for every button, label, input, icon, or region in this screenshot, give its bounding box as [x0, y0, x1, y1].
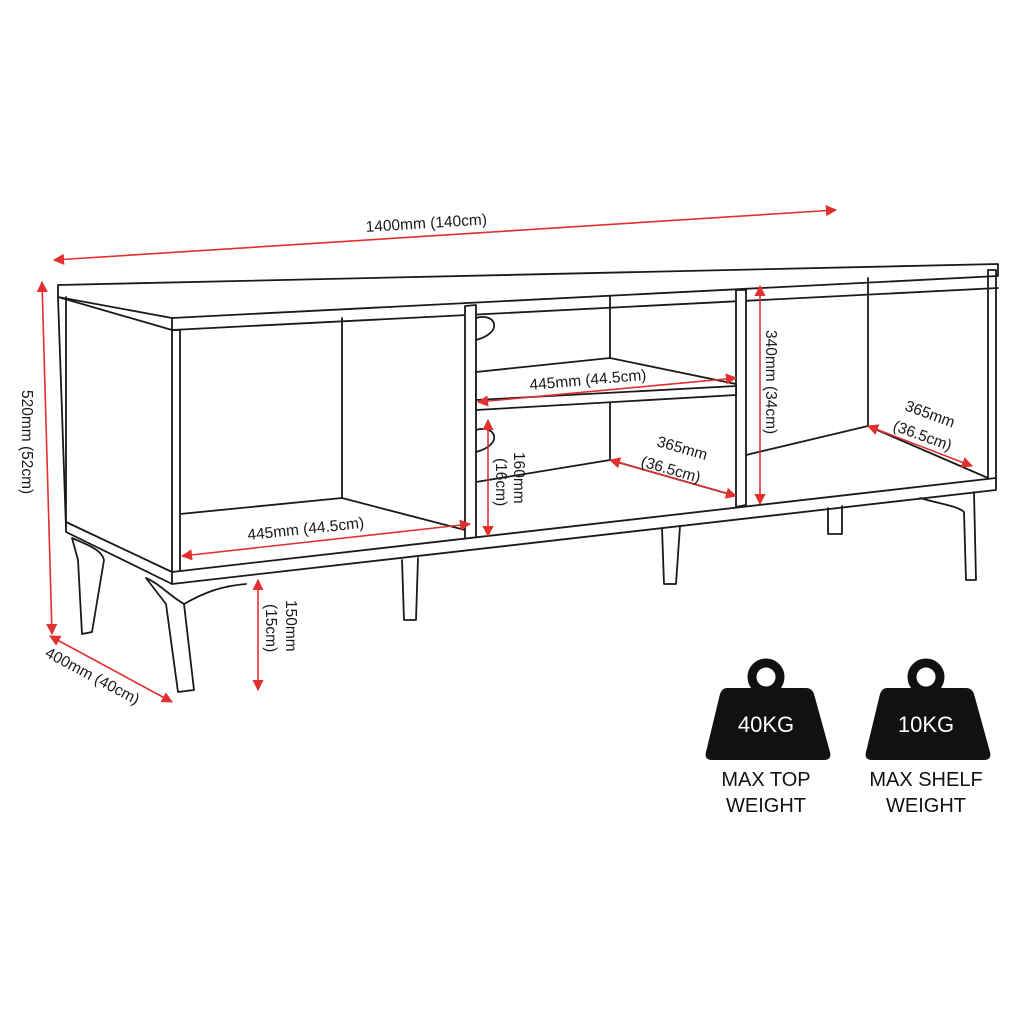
- shelf-weight-caption-1: MAX SHELF: [869, 769, 982, 791]
- top-weight-caption-1: MAX TOP: [721, 769, 810, 791]
- left-shelf-width-label: 445mm (44.5cm): [247, 515, 365, 544]
- middle-depth-dim-line: [608, 457, 738, 499]
- middle-shelf-dim-line: [476, 373, 738, 407]
- height-dim-line: [36, 280, 58, 636]
- max-top-weight-icon: 40KG: [705, 658, 831, 760]
- furniture-outline: [57, 263, 999, 693]
- height-label: 520mm (52cm): [18, 390, 35, 494]
- max-shelf-weight-icon: 10KG: [865, 658, 991, 760]
- left-shelf-dim-line: [180, 519, 472, 561]
- leg-height-label-1: 150mm: [282, 600, 299, 652]
- width-dim-line: [52, 205, 838, 265]
- shelf-weight-value: 10KG: [898, 712, 954, 737]
- top-weight-value: 40KG: [738, 712, 794, 737]
- top-weight-caption-2: WEIGHT: [726, 795, 806, 817]
- right-depth-dim-line: [866, 424, 974, 468]
- width-label: 1400mm (140cm): [365, 211, 487, 236]
- leg-height-label-2: (15cm): [262, 604, 279, 652]
- dimension-lines: [36, 205, 974, 703]
- lower-shelf-height-label-2: (16cm): [492, 458, 509, 506]
- lower-shelf-height-label-1: 160mm: [510, 452, 527, 504]
- depth-label: 400mm (40cm): [42, 645, 142, 709]
- compartment-height-label: 340mm (34cm): [762, 330, 779, 434]
- shelf-weight-caption-2: WEIGHT: [886, 795, 966, 817]
- depth-dim-line: [49, 635, 173, 703]
